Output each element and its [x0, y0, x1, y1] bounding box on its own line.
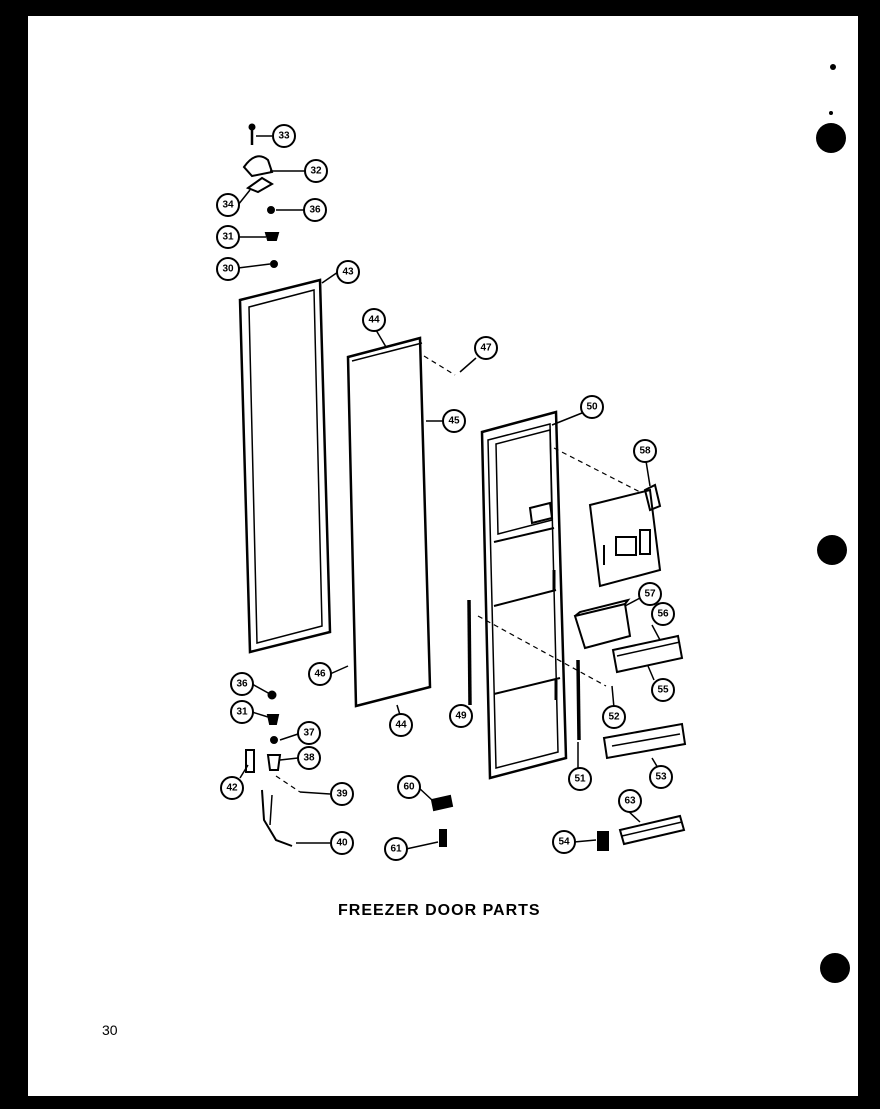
- lower-hinge-parts: [245, 690, 293, 847]
- callout-63: 63: [624, 796, 636, 807]
- callout-38: 38: [303, 753, 315, 764]
- trim-strip-51: [576, 659, 581, 741]
- trim-strip-49: [467, 599, 472, 706]
- diagram-title: FREEZER DOOR PARTS: [338, 902, 541, 919]
- callout-44-lower: 44: [395, 720, 407, 731]
- parts-drawing: [238, 123, 687, 851]
- dust-speck: [829, 111, 833, 115]
- callout-44-upper: 44: [368, 315, 380, 326]
- callout-47: 47: [480, 343, 492, 354]
- callout-57: 57: [644, 589, 656, 600]
- callout-45: 45: [448, 416, 460, 427]
- callout-55: 55: [657, 685, 669, 696]
- callout-58: 58: [639, 446, 651, 457]
- callout-53: 53: [655, 772, 667, 783]
- door-liner-panel: [346, 336, 432, 708]
- callout-46: 46: [314, 669, 326, 680]
- door-gasket: [238, 278, 332, 654]
- ice-bin: [573, 598, 632, 650]
- callout-31-upper: 31: [222, 232, 234, 243]
- callout-30: 30: [222, 264, 234, 275]
- callout-32: 32: [310, 166, 322, 177]
- callout-36-lower: 36: [236, 679, 248, 690]
- callout-61: 61: [390, 844, 402, 855]
- assembly-lines: [275, 355, 641, 793]
- door-shelf-bar-lower: [602, 722, 687, 760]
- callouts: 33 32 34 36 31 30 43 44 47 45 50 58 57 5…: [216, 124, 675, 861]
- binder-hole-bottom: [820, 953, 850, 983]
- drawing-sheet: [28, 16, 858, 1096]
- callout-40: 40: [336, 838, 348, 849]
- binder-holes: [816, 64, 850, 983]
- callout-54: 54: [558, 837, 570, 848]
- callout-39: 39: [336, 789, 348, 800]
- binder-hole-top: [816, 123, 846, 153]
- callout-31-lower: 31: [236, 707, 248, 718]
- callout-52: 52: [608, 712, 620, 723]
- clip-54: [597, 831, 609, 851]
- handle-trim: [618, 814, 686, 846]
- dust-speck: [830, 64, 836, 70]
- callout-43: 43: [342, 267, 354, 278]
- callout-36-upper: 36: [309, 205, 321, 216]
- callout-34: 34: [222, 200, 234, 211]
- door-shelf-bar: [611, 634, 684, 674]
- callout-51: 51: [574, 774, 586, 785]
- dispenser-housing: [588, 483, 662, 588]
- screw-parts-60-61: [430, 794, 454, 847]
- callout-56: 56: [657, 609, 669, 620]
- callout-49: 49: [455, 711, 467, 722]
- callout-37: 37: [303, 728, 315, 739]
- inner-door-frame: [480, 410, 568, 780]
- page-number: 30: [102, 1022, 118, 1038]
- binder-hole-middle: [817, 535, 847, 565]
- upper-hinge-parts: [242, 123, 280, 268]
- callout-42: 42: [226, 783, 238, 794]
- callout-50: 50: [586, 402, 598, 413]
- callout-60: 60: [403, 782, 415, 793]
- callout-33: 33: [278, 131, 290, 142]
